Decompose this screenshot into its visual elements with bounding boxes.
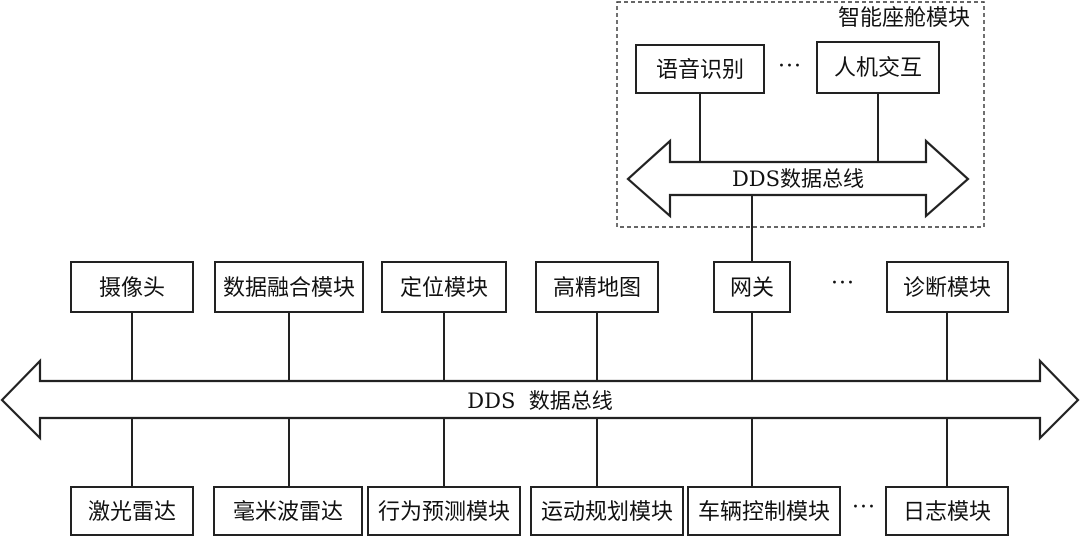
module-logging: [885, 486, 1009, 536]
module-mmwave-radar: [213, 486, 363, 536]
module-motion-planning: [530, 486, 684, 536]
module-behavior-prediction: [367, 486, 521, 536]
bottom-ellipsis: ···: [852, 495, 876, 520]
module-lidar-label: 激光雷达: [88, 500, 176, 525]
module-logging-label: 日志模块: [903, 500, 991, 525]
top-ellipsis: ···: [831, 271, 855, 296]
module-diagnosis: [886, 261, 1009, 313]
cockpit-bus-label: DDS数据总线: [732, 167, 864, 191]
module-hmi: [816, 41, 940, 94]
module-gateway-label: 网关: [730, 276, 774, 301]
module-vehicle-control-label: 车辆控制模块: [698, 500, 830, 525]
module-camera: [70, 261, 194, 313]
module-lidar: [70, 486, 194, 536]
module-vehicle-control: [687, 486, 841, 536]
module-camera-label: 摄像头: [99, 276, 165, 301]
cockpit-title: 智能座舱模块: [838, 6, 970, 31]
cockpit-dds-bus: [626, 138, 970, 219]
module-hd-map: [535, 261, 659, 313]
module-data-fusion-label: 数据融合模块: [223, 276, 355, 301]
module-gateway: [713, 261, 791, 313]
module-speech-recognition: [635, 44, 765, 94]
module-hd-map-label: 高精地图: [553, 276, 641, 301]
module-localization-label: 定位模块: [400, 276, 488, 301]
module-behavior-prediction-label: 行为预测模块: [378, 500, 510, 525]
cockpit-frame: [616, 1, 985, 228]
module-hmi-label: 人机交互: [834, 56, 922, 81]
cockpit-ellipsis: ···: [778, 54, 802, 79]
module-mmwave-radar-label: 毫米波雷达: [233, 500, 343, 525]
main-dds-bus: [0, 358, 1080, 441]
module-diagnosis-label: 诊断模块: [903, 276, 991, 301]
module-speech-recognition-label: 语音识别: [656, 58, 744, 83]
module-localization: [381, 261, 507, 313]
main-bus-label: DDS 数据总线: [467, 389, 612, 413]
module-data-fusion: [214, 261, 364, 313]
module-motion-planning-label: 运动规划模块: [541, 500, 673, 525]
